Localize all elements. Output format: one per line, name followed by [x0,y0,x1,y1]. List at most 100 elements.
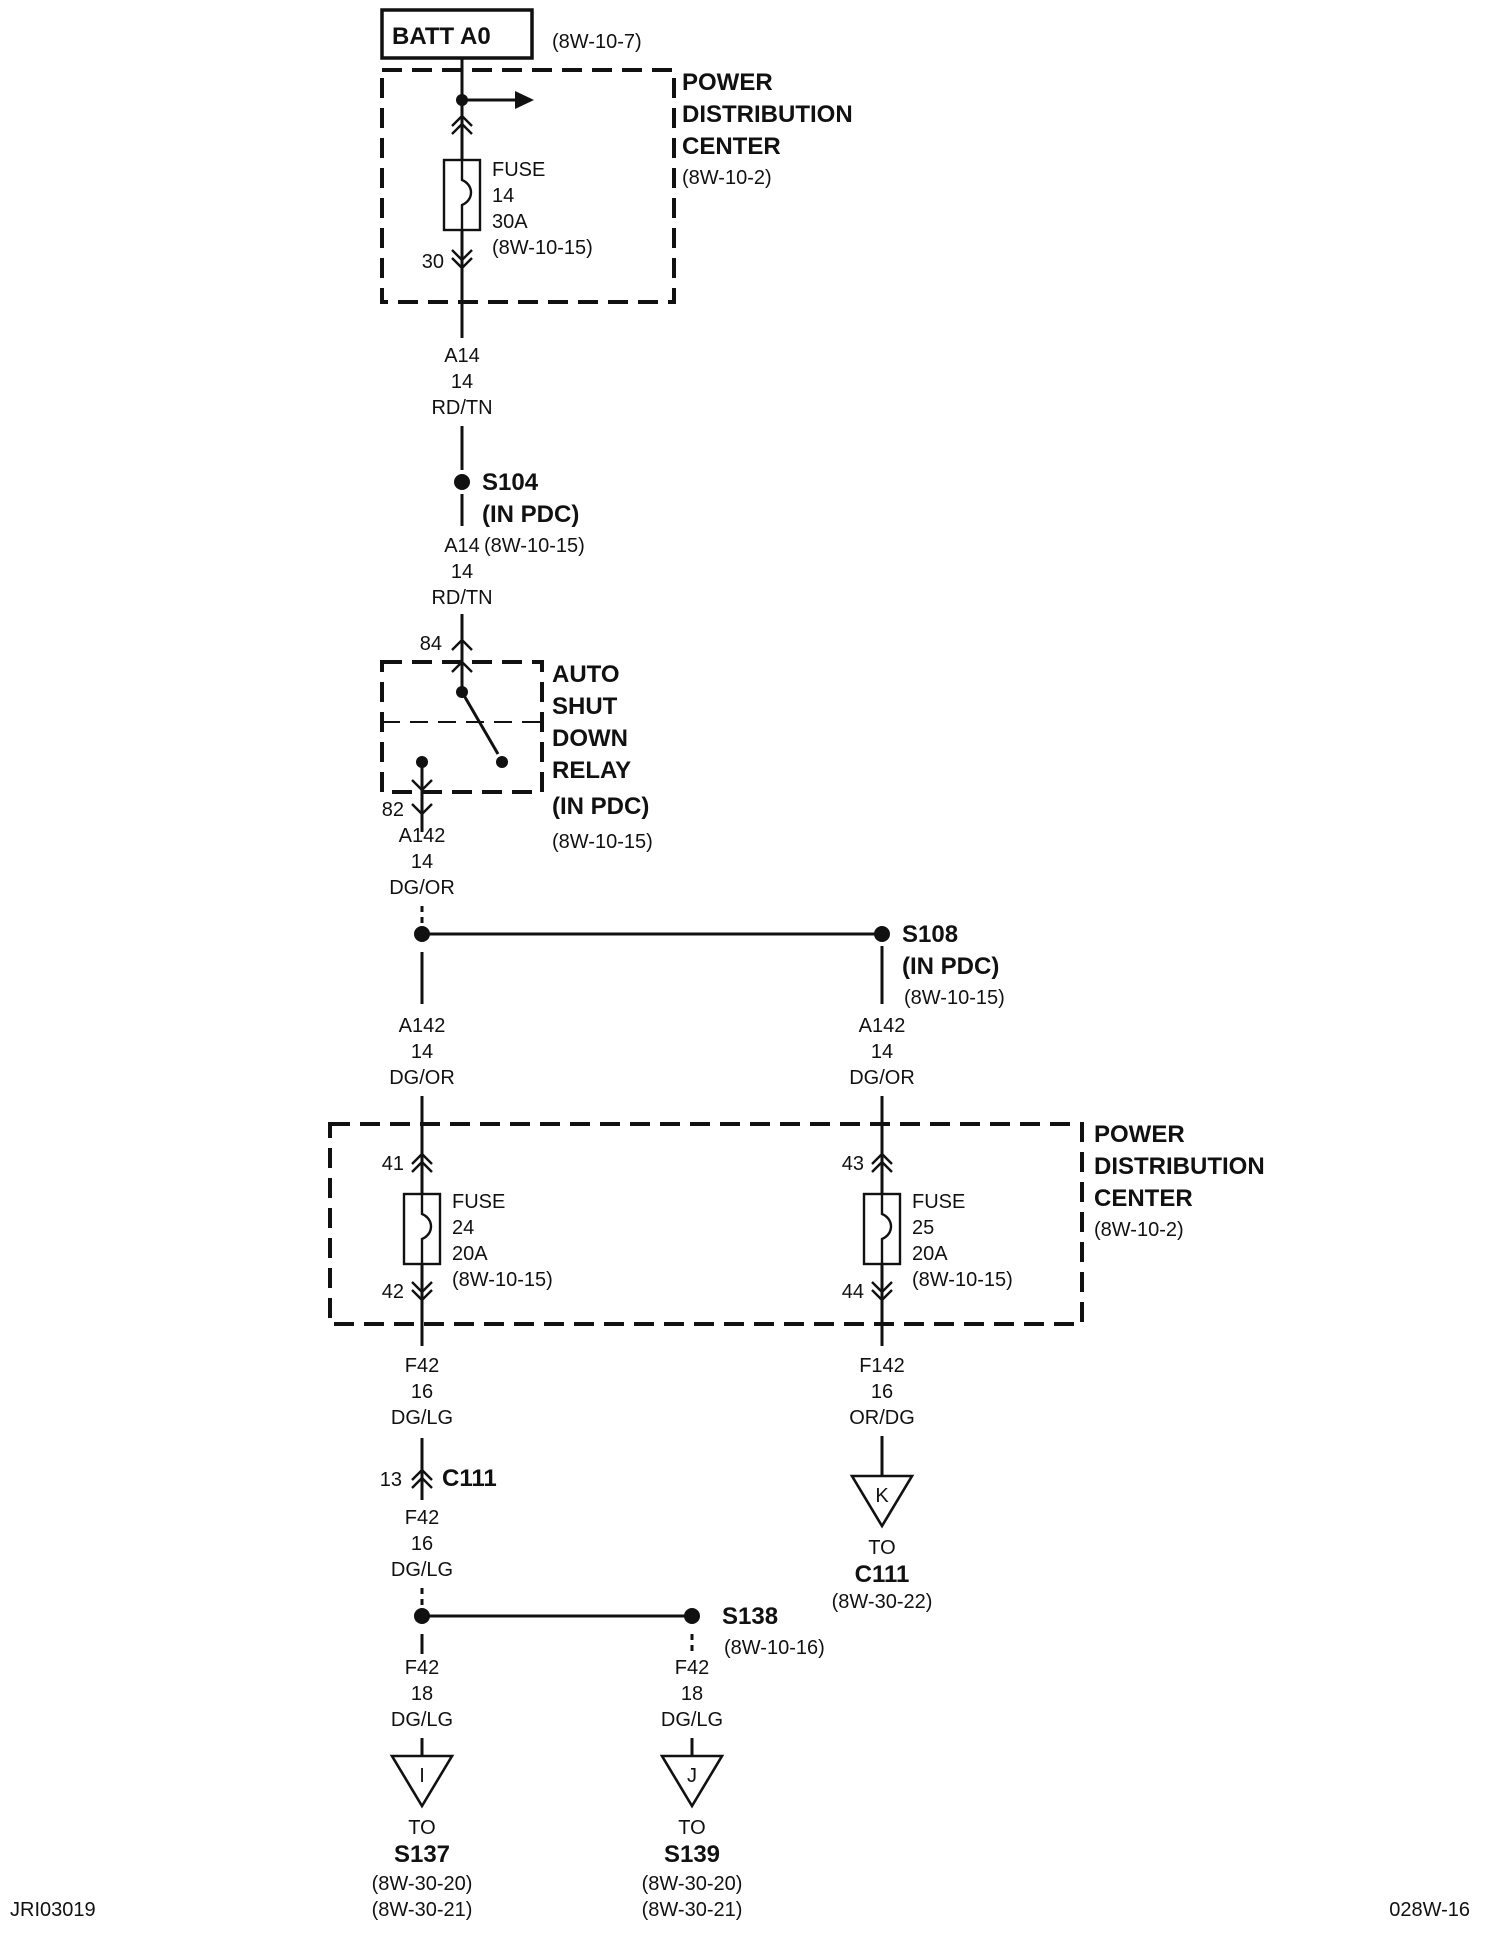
fuse-14-pin: 30 [422,251,444,273]
fuse-25-l1: FUSE [912,1191,965,1213]
s104-name: S104 [482,469,539,496]
connector-chevron-icon [411,779,433,792]
c111-pin: 13 [380,1469,402,1491]
s108-ref: (8W-10-15) [904,987,1005,1009]
fuse-14-symbol [442,158,482,232]
asd-pin-in: 84 [420,633,442,655]
relay-switch-arm [460,691,500,755]
s104-loc: (IN PDC) [482,501,579,528]
wire-a142-top-gauge: 14 [411,851,433,873]
term-i-to: TO [408,1817,435,1839]
fuse-24-symbol [402,1192,442,1266]
wire-f42-a-circuit: F42 [405,1355,439,1377]
term-i-letter: I [419,1765,425,1787]
s138-ref: (8W-10-16) [724,1637,825,1659]
fuse-24-l3: 20A [452,1243,488,1265]
asd-line1: AUTO [552,661,620,688]
asd-line4: RELAY [552,757,631,784]
wire-f142-color: OR/DG [849,1407,915,1429]
pdc-top-boundary [380,68,676,304]
term-j-ref1: (8W-30-20) [642,1873,743,1895]
term-i-ref2: (8W-30-21) [372,1899,473,1921]
fuse-24-l1: FUSE [452,1191,505,1213]
term-k-letter: K [875,1485,889,1507]
wire-f42-c-color: DG/LG [391,1709,453,1731]
wire-f42-c-gauge: 18 [411,1683,433,1705]
connector-chevron-icon [411,1468,433,1481]
fuse-25-l4: (8W-10-15) [912,1269,1013,1291]
fuse-14-l2: 14 [492,185,514,207]
wire-f42-c-circuit: F42 [405,1657,439,1679]
terminal-i-triangle-icon [389,1754,455,1809]
fuse-24-l2: 24 [452,1217,474,1239]
term-i-ref1: (8W-30-20) [372,1873,473,1895]
wire-a14-bot-ref: (8W-10-15) [484,535,585,557]
asd-line2: SHUT [552,693,618,720]
pdc-bot-line2: DISTRIBUTION [1094,1153,1265,1180]
wire-f42-a-gauge: 16 [411,1381,433,1403]
connector-chevron-icon [451,114,473,127]
pdc-top-line3: CENTER [682,133,781,160]
s108-loc: (IN PDC) [902,953,999,980]
batt-label: BATT A0 [392,23,491,50]
s104-splice-dot [454,474,470,490]
s108-name: S108 [902,921,958,948]
pdc-bot-line1: POWER [1094,1121,1185,1148]
wire-f142-gauge: 16 [871,1381,893,1403]
batt-ref: (8W-10-7) [552,31,642,53]
footer-right-code: 028W-16 [1389,1899,1470,1921]
fuse-24-l4: (8W-10-15) [452,1269,553,1291]
wire-f42-d-gauge: 18 [681,1683,703,1705]
connector-chevron-icon [871,1152,893,1165]
term-j-name: S139 [664,1841,720,1868]
relay-contact-dot [496,756,508,768]
wire-f42-d-color: DG/LG [661,1709,723,1731]
s138-splice-dot [684,1608,700,1624]
asd-loc: (IN PDC) [552,793,649,820]
term-j-letter: J [687,1765,697,1787]
connector-chevron-icon [411,1152,433,1165]
pdc-bot-ref: (8W-10-2) [1094,1219,1184,1241]
term-j-to: TO [678,1817,705,1839]
s108-splice-dot [874,926,890,942]
wire-a14-top-color: RD/TN [431,397,492,419]
term-k-name: C111 [855,1561,910,1588]
fuse-25-symbol [862,1192,902,1266]
connector-chevron-icon [451,638,473,651]
fuse-25-pin-in: 43 [842,1153,864,1175]
s138-name: S138 [722,1603,778,1630]
wire-a14-top-gauge: 14 [451,371,473,393]
fuse-25-l2: 25 [912,1217,934,1239]
wire-a14-bot-gauge: 14 [451,561,473,583]
wire-f42-b-gauge: 16 [411,1533,433,1555]
fuse-24-pin-in: 41 [382,1153,404,1175]
pdc-top-line1: POWER [682,69,773,96]
fuse-25-l3: 20A [912,1243,948,1265]
fuse-24-pin-out: 42 [382,1281,404,1303]
terminal-j-triangle-icon [659,1754,725,1809]
arrow-right-icon [515,91,534,109]
wire-a142-right-color: DG/OR [849,1067,915,1089]
pdc-bottom-boundary [328,1122,1084,1326]
wire-a14-top-circuit: A14 [444,345,480,367]
fuse-14-l4: (8W-10-15) [492,237,593,259]
wire-f42-a-color: DG/LG [391,1407,453,1429]
connector-chevron-icon [451,249,473,262]
pdc-top-ref: (8W-10-2) [682,167,772,189]
term-k-ref: (8W-30-22) [832,1591,933,1613]
wire-f42-d-circuit: F42 [675,1657,709,1679]
terminal-k-triangle-icon [849,1474,915,1529]
wire-a142-right-gauge: 14 [871,1041,893,1063]
wire-a142-right-circuit: A142 [859,1015,906,1037]
fuse-14-l3: 30A [492,211,528,233]
asd-pin-out: 82 [382,799,404,821]
wire-a142-left-color: DG/OR [389,1067,455,1089]
connector-chevron-icon [411,1281,433,1294]
wire-a142-top-color: DG/OR [389,877,455,899]
pdc-bot-line3: CENTER [1094,1185,1193,1212]
pdc-top-line2: DISTRIBUTION [682,101,853,128]
wire-a142-left-gauge: 14 [411,1041,433,1063]
wire-a14-bot-circuit: A14 [444,535,480,557]
wire-f42-b-circuit: F42 [405,1507,439,1529]
